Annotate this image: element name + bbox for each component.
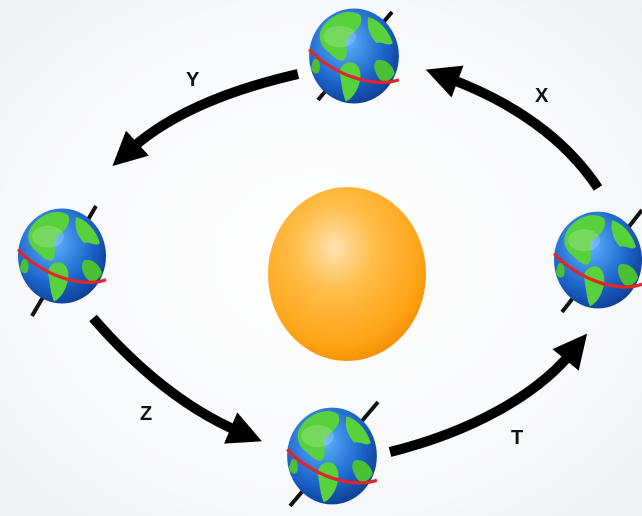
arrow-label-z: Z (140, 403, 153, 425)
earth-globe-bottom-icon (285, 400, 380, 508)
earth-globe-left-icon (16, 204, 108, 318)
arrow-label-t: T (511, 427, 524, 449)
sun-icon (268, 187, 426, 361)
arrow-label-y: Y (186, 69, 200, 91)
orbit-arrow-t-icon (388, 333, 588, 457)
earth-globe-top-icon (307, 6, 401, 106)
orbit-arrow-y-icon (112, 69, 300, 167)
arrow-label-x: X (535, 85, 549, 107)
orbit-arrow-x-icon (425, 65, 603, 191)
earth-globe-right-icon (552, 208, 642, 314)
orbit-arrow-z-icon (89, 314, 262, 444)
